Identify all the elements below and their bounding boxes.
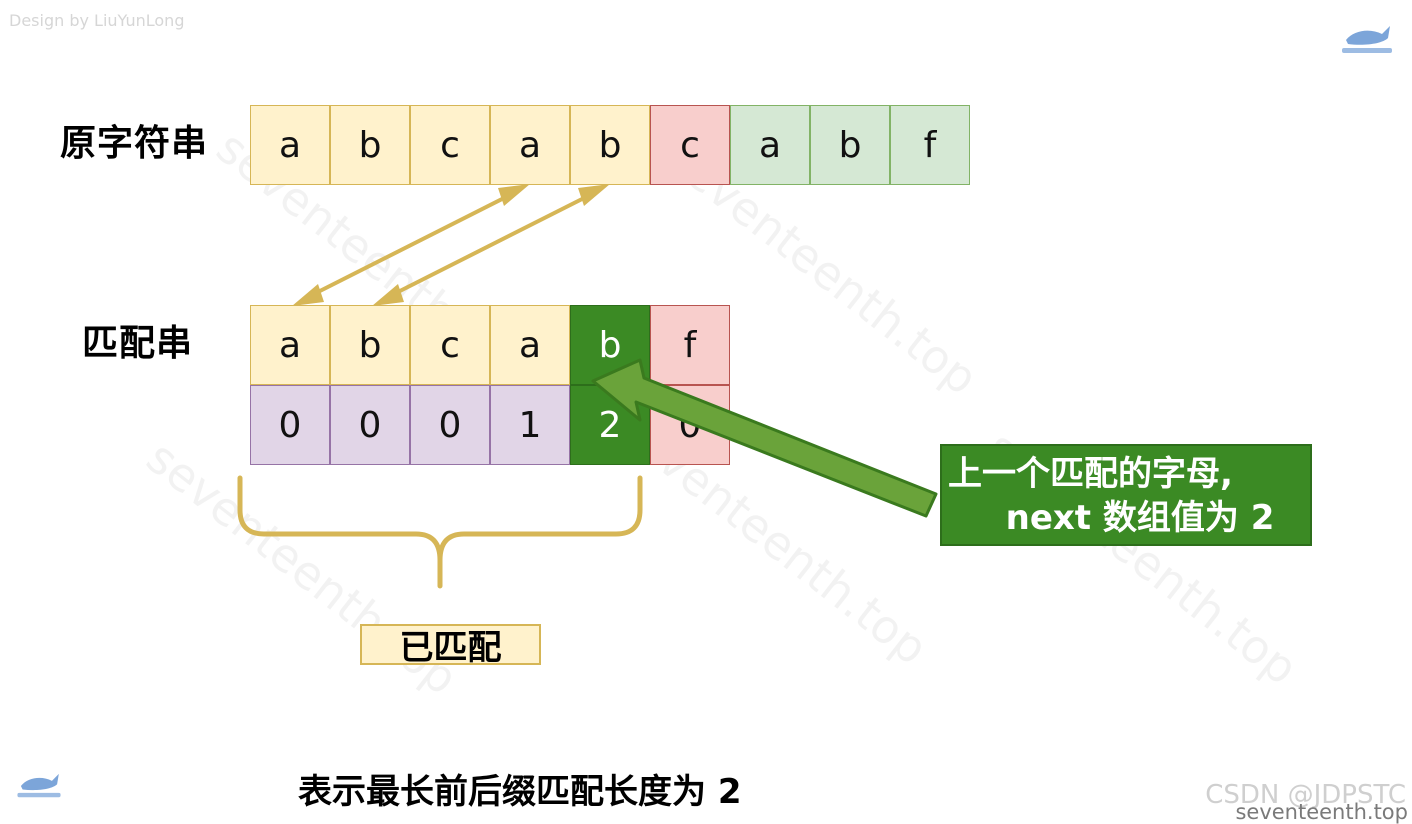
source-cell: b — [330, 105, 410, 185]
pattern-cell: c — [410, 305, 490, 385]
csdn-watermark: CSDN @JDPSTC — [1205, 780, 1406, 810]
matched-label: 已匹配 — [360, 624, 541, 668]
pattern-cell: b — [330, 305, 410, 385]
callout-line-1: 上一个匹配的字母, — [948, 454, 1233, 494]
pattern-cell: a — [490, 305, 570, 385]
source-cell-mismatch: c — [650, 105, 730, 185]
source-cell: c — [410, 105, 490, 185]
next-value-cell: 1 — [490, 385, 570, 465]
designer-credit: Design by LiuYunLong — [9, 11, 185, 30]
whale-logo-icon — [1342, 26, 1392, 53]
next-value-cell-highlight: 2 — [570, 385, 650, 465]
source-cell: a — [730, 105, 810, 185]
site-watermark: seventeenth.top — [1235, 800, 1408, 824]
pattern-cell: a — [250, 305, 330, 385]
source-cell: a — [250, 105, 330, 185]
pattern-cell-mismatch: f — [650, 305, 730, 385]
next-value-cell: 0 — [410, 385, 490, 465]
next-value-callout: 上一个匹配的字母, next 数组值为 2 — [940, 444, 1312, 546]
whale-logo-icon — [17, 773, 61, 798]
next-value-cell: 0 — [650, 385, 730, 465]
source-string-label: 原字符串 — [60, 123, 209, 164]
source-cell: b — [570, 105, 650, 185]
pattern-string-label: 匹配串 — [82, 323, 194, 364]
source-cell: f — [890, 105, 970, 185]
next-value-cell: 0 — [250, 385, 330, 465]
source-cell: a — [490, 105, 570, 185]
next-value-cell: 0 — [330, 385, 410, 465]
callout-line-2: next 数组值为 2 — [1005, 498, 1275, 538]
source-cell: b — [810, 105, 890, 185]
diagram-caption: 表示最长前后缀匹配长度为 2 — [298, 772, 742, 812]
pattern-cell-highlight: b — [570, 305, 650, 385]
